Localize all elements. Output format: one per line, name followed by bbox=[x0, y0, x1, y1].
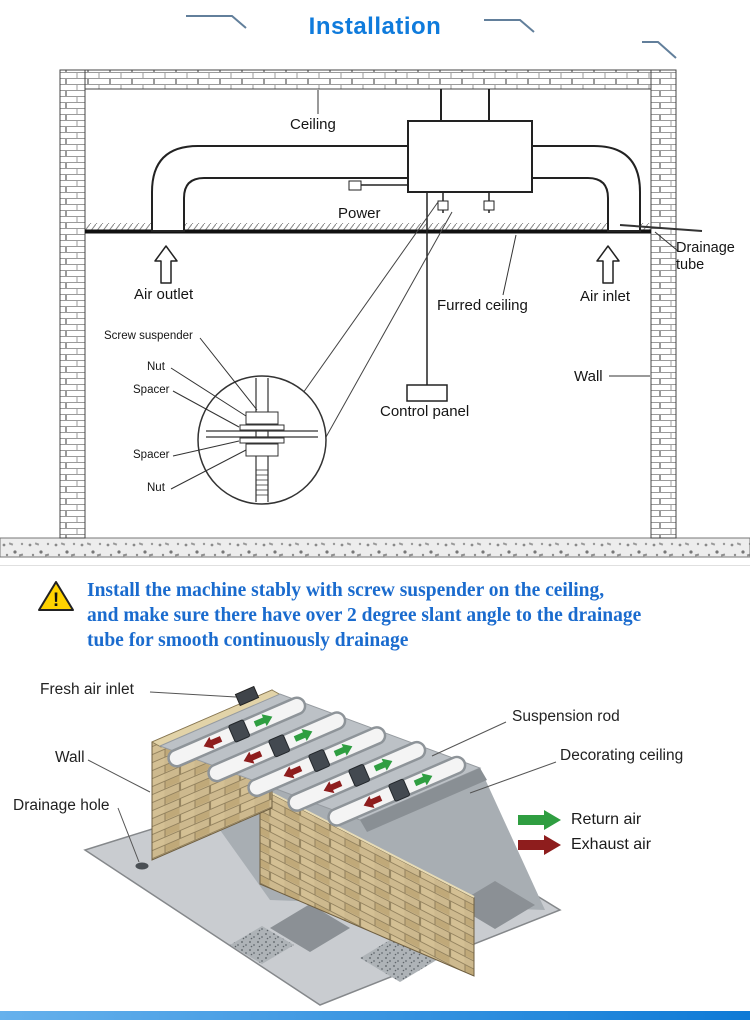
exhaust-air-arrow-icons bbox=[203, 736, 383, 808]
warning-triangle-icon: ! bbox=[38, 581, 74, 611]
decorating-ceiling-label: Decorating ceiling bbox=[560, 747, 684, 764]
return-air-legend-arrow-icon bbox=[518, 810, 561, 830]
room-label-leader-lines bbox=[87, 691, 557, 863]
duct-motor-boxes bbox=[228, 719, 410, 802]
drainage-hole-mark bbox=[135, 862, 149, 870]
legend-row-exhaust-air: Exhaust air bbox=[518, 835, 651, 855]
warning-text-line1: Install the machine stably with screw su… bbox=[87, 580, 605, 601]
ventilation-machine bbox=[407, 89, 533, 213]
page-title: Installation bbox=[308, 13, 442, 40]
control-panel bbox=[406, 192, 448, 402]
warning-text-line3: tube for smooth continuously drainage bbox=[87, 630, 409, 651]
warning-exclamation-mark: ! bbox=[53, 590, 59, 611]
spacer-bottom-label: Spacer bbox=[133, 449, 170, 461]
installation-cross-section-diagram bbox=[0, 15, 750, 558]
room-wall-label: Wall bbox=[55, 749, 85, 766]
warning-text-line2: and make sure there have over 2 degree s… bbox=[87, 605, 642, 626]
control-panel-label: Control panel bbox=[380, 403, 470, 420]
title-decor-lines bbox=[186, 15, 677, 59]
section-divider bbox=[0, 565, 750, 566]
drainage-hole-label: Drainage hole bbox=[13, 797, 110, 814]
exhaust-air-legend-label: Exhaust air bbox=[571, 836, 652, 853]
label-leader-lines bbox=[170, 90, 679, 490]
nut-top-label: Nut bbox=[147, 361, 165, 373]
air-inlet-arrow-icon bbox=[596, 245, 620, 284]
brick-walls bbox=[59, 69, 677, 539]
air-outlet-arrow-icon bbox=[154, 245, 178, 284]
furred-ceiling-label: Furred ceiling bbox=[437, 297, 528, 314]
wall-label: Wall bbox=[574, 368, 603, 385]
drainage-tube-line bbox=[619, 224, 703, 232]
return-air-legend-label: Return air bbox=[571, 811, 642, 828]
footer-accent-bar bbox=[0, 1011, 750, 1020]
fresh-air-inlet-vent bbox=[234, 685, 260, 707]
spacer-top-label: Spacer bbox=[133, 384, 170, 396]
power-label: Power bbox=[338, 205, 381, 222]
suspension-rod-label: Suspension rod bbox=[512, 708, 620, 725]
screw-suspender-detail-circle bbox=[197, 201, 453, 505]
drainage-tube-label: Drainage tube bbox=[676, 240, 735, 273]
room-3d-diagram bbox=[83, 685, 562, 1006]
power-connector bbox=[348, 180, 408, 191]
warning-note: ! Install the machine stably with screw … bbox=[36, 578, 641, 653]
fresh-air-inlet-label: Fresh air inlet bbox=[40, 681, 134, 698]
ceiling-duct-units bbox=[167, 696, 467, 827]
airflow-legend: Return air Exhaust air bbox=[518, 810, 651, 855]
legend-row-return-air: Return air bbox=[518, 810, 651, 830]
nut-bottom-label: Nut bbox=[147, 482, 165, 494]
screw-suspender-label: Screw suspender bbox=[104, 330, 193, 342]
ceiling-label: Ceiling bbox=[290, 116, 336, 133]
air-ducts bbox=[151, 145, 641, 232]
air-inlet-label: Air inlet bbox=[580, 288, 631, 305]
warning-text: Install the machine stably with screw su… bbox=[87, 578, 641, 653]
air-outlet-label: Air outlet bbox=[134, 286, 194, 303]
return-air-arrow-icons bbox=[253, 714, 433, 787]
ground-strip bbox=[0, 537, 750, 558]
exhaust-air-legend-arrow-icon bbox=[518, 835, 561, 855]
